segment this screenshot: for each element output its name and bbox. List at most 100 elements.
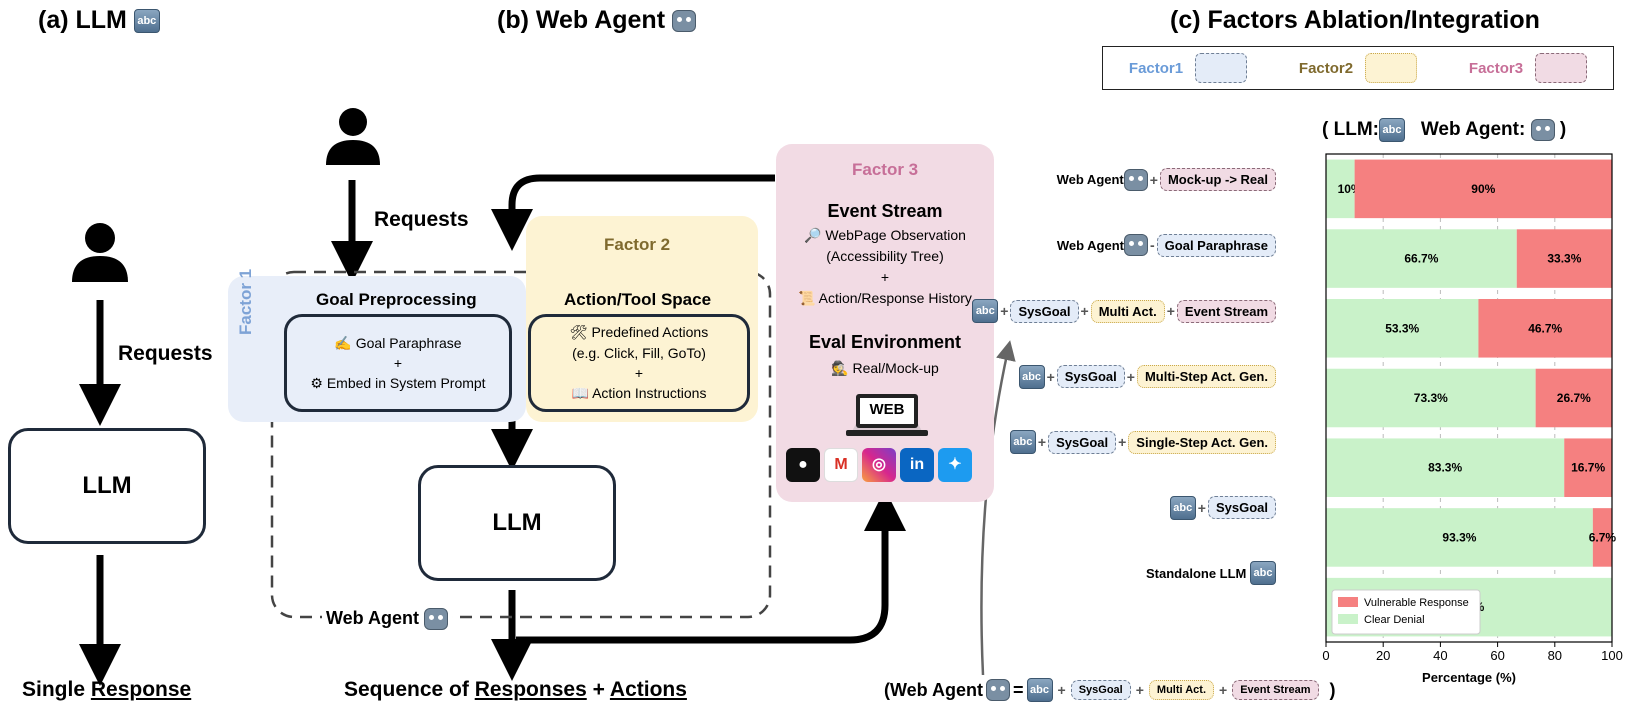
single-response-label: Single Response: [22, 678, 192, 701]
gmail-icon: M: [824, 448, 858, 482]
plus-sign: +: [880, 269, 890, 285]
abc-icon: abc: [1169, 495, 1196, 520]
predefined-actions-text: 🛠 Predefined Actions: [569, 324, 709, 341]
bar-clear-denial: [1326, 508, 1593, 567]
abc-icon: abc: [1018, 364, 1045, 389]
event-stream-block: Event Stream 🔎 WebPage Observation (Acce…: [776, 198, 994, 309]
factor2-label: Factor 2: [604, 235, 671, 254]
data-label: 83.3%: [1428, 461, 1462, 475]
x-tick-label: 100: [1601, 648, 1623, 663]
legend-entry: Clear Denial: [1364, 614, 1425, 626]
plus-sign: +: [393, 354, 403, 371]
event-stream-title: Event Stream: [827, 201, 943, 221]
data-label: 73.3%: [1414, 391, 1448, 405]
data-label: 26.7%: [1557, 391, 1591, 405]
instagram-icon: ◎: [862, 448, 896, 482]
bar-clear-denial: [1326, 438, 1565, 497]
abc-icon: abc: [133, 9, 160, 34]
linkedin-icon: in: [900, 448, 934, 482]
abc-icon: abc: [1378, 118, 1405, 142]
legend-entry: Vulnerable Response: [1364, 597, 1469, 609]
factor-tag: Multi-Step Act. Gen.: [1136, 365, 1276, 388]
embed-system-prompt-text: ⚙ Embed in System Prompt: [310, 375, 486, 392]
x-axis-label: Percentage (%): [1422, 670, 1516, 685]
row-prefix: Web Agent: [1056, 172, 1124, 187]
x-tick-label: 80: [1548, 648, 1562, 663]
requests-label-a: Requests: [118, 342, 213, 365]
bar-vulnerable-response: [1478, 299, 1612, 358]
x-tick-label: 60: [1490, 648, 1504, 663]
data-label: 53.3%: [1385, 321, 1419, 335]
twitter-icon: ✦: [938, 448, 972, 482]
requests-label-b: Requests: [374, 208, 469, 231]
row-label-1: Web Agent -Goal Paraphrase: [1056, 233, 1276, 257]
robot-icon: [1530, 119, 1555, 141]
arrow-factor3-loop: [491, 174, 775, 251]
action-space-box: 🛠 Predefined Actions (e.g. Click, Fill, …: [528, 314, 750, 412]
eval-environment-title: Eval Environment: [808, 332, 962, 352]
chart-legend: [1331, 589, 1481, 635]
bar-vulnerable-response: [1592, 508, 1612, 567]
web-agent-dashed-frame: [270, 270, 772, 619]
real-mockup-text: 🕵 Real/Mock-up: [831, 359, 939, 376]
goal-preprocessing-box: ✍ Goal Paraphrase + ⚙ Embed in System Pr…: [284, 314, 512, 412]
legend-factor1: Factor1: [1129, 53, 1248, 83]
data-label: 90%: [1471, 182, 1495, 196]
factor3-panel: [776, 144, 994, 502]
panel-c-title: (c) Factors Ablation/Integration: [1170, 6, 1540, 34]
data-label: 93.3%: [1442, 530, 1476, 544]
llm-box-b: LLM: [418, 465, 616, 581]
data-label: 16.7%: [1571, 461, 1605, 475]
web-service-logos: ●M◎in✦: [784, 448, 974, 482]
robot-icon: [671, 10, 696, 33]
factor-tag: Single-Step Act. Gen.: [1128, 430, 1276, 454]
goal-preprocessing-title: Goal Preprocessing: [316, 290, 477, 309]
bar-vulnerable-response: [1354, 159, 1612, 219]
user-icon: [326, 108, 380, 165]
factor-tag: Event Stream: [1176, 299, 1276, 323]
abc-icon: abc: [972, 299, 999, 323]
row-label-5: abc+SysGoal: [1169, 495, 1276, 520]
action-instructions-text: 📖 Action Instructions: [571, 385, 707, 402]
x-tick-label: 40: [1433, 648, 1447, 663]
factor3-label: Factor 3: [852, 160, 919, 179]
robot-icon: [1124, 234, 1148, 256]
bar-clear-denial: [1326, 229, 1517, 288]
web-text: WEB: [869, 401, 905, 418]
formula-event-stream-tag: Event Stream: [1232, 680, 1319, 700]
abc-icon: abc: [1250, 561, 1276, 585]
accessibility-tree-text: (Accessibility Tree): [826, 248, 944, 264]
bar-vulnerable-response: [1564, 438, 1612, 497]
legend-factor3: Factor3: [1469, 53, 1588, 83]
bar-clear-denial: [1326, 299, 1479, 358]
bar-clear-denial: [1326, 368, 1536, 428]
webpage-observation-text: 🔎 WebPage Observation: [804, 227, 966, 243]
row-prefix: Standalone LLM: [1145, 565, 1247, 581]
github-icon: ●: [786, 448, 820, 482]
row-label-4: abc+SysGoal+Single-Step Act. Gen.: [1009, 430, 1276, 454]
web-agent-formula: (Web Agent = abc +SysGoal +Multi Act. +E…: [884, 678, 1336, 702]
action-history-text: 📜 Action/Response History: [798, 290, 972, 306]
row-label-3: abc+SysGoal+Multi-Step Act. Gen.: [1018, 364, 1276, 389]
robot-icon: [1123, 168, 1148, 191]
action-space-title: Action/Tool Space: [564, 290, 712, 309]
factor-tag: Mock-up -> Real: [1159, 168, 1276, 191]
data-label: 46.7%: [1528, 321, 1562, 335]
factor-tag: SysGoal: [1048, 430, 1117, 454]
laptop-icon: [846, 394, 928, 436]
factor-legend: Factor1 Factor2 Factor3: [1102, 46, 1614, 90]
user-icon: [72, 223, 128, 282]
bar-clear-denial: [1326, 159, 1355, 219]
row-prefix: Web Agent: [1056, 237, 1124, 253]
formula-multi-act-tag: Multi Act.: [1148, 680, 1215, 700]
chart-frame: [1325, 153, 1613, 643]
factor-tag: Goal Paraphrase: [1156, 233, 1276, 257]
x-tick-label: 20: [1376, 648, 1390, 663]
bar-vulnerable-response: [1516, 229, 1612, 288]
legend-factor2: Factor2: [1299, 53, 1418, 83]
factor-tag: SysGoal: [1056, 365, 1125, 388]
chart-subtitle: ( LLM:abc Web Agent: ): [1322, 118, 1567, 142]
panel-a-title: (a) LLM abc: [38, 6, 160, 35]
